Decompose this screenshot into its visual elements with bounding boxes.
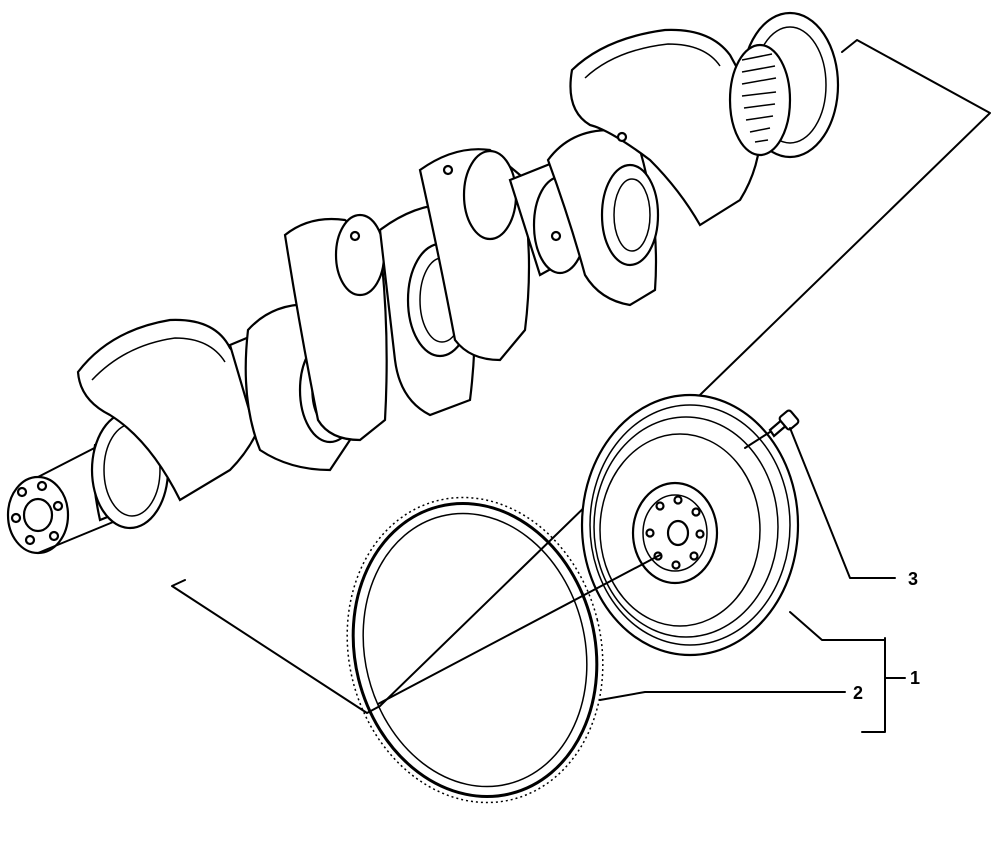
bracket-item-1 [861, 637, 906, 733]
timing-gear [728, 11, 840, 159]
leader-line-ring-gear [599, 691, 846, 701]
flywheel-bolt [768, 409, 800, 438]
callout-1: 1 [910, 668, 920, 688]
callout-2: 2 [853, 683, 863, 703]
counterweight-rear [569, 28, 762, 227]
leader-line-flywheel [789, 611, 886, 641]
ring-gear [346, 496, 604, 804]
crankshaft-nose [6, 439, 119, 555]
callout-3: 3 [908, 569, 918, 589]
crankshaft [6, 11, 840, 555]
leader-line-3 [789, 427, 896, 579]
assembly-bracket [171, 39, 991, 714]
alignment-axis-line [377, 431, 771, 705]
